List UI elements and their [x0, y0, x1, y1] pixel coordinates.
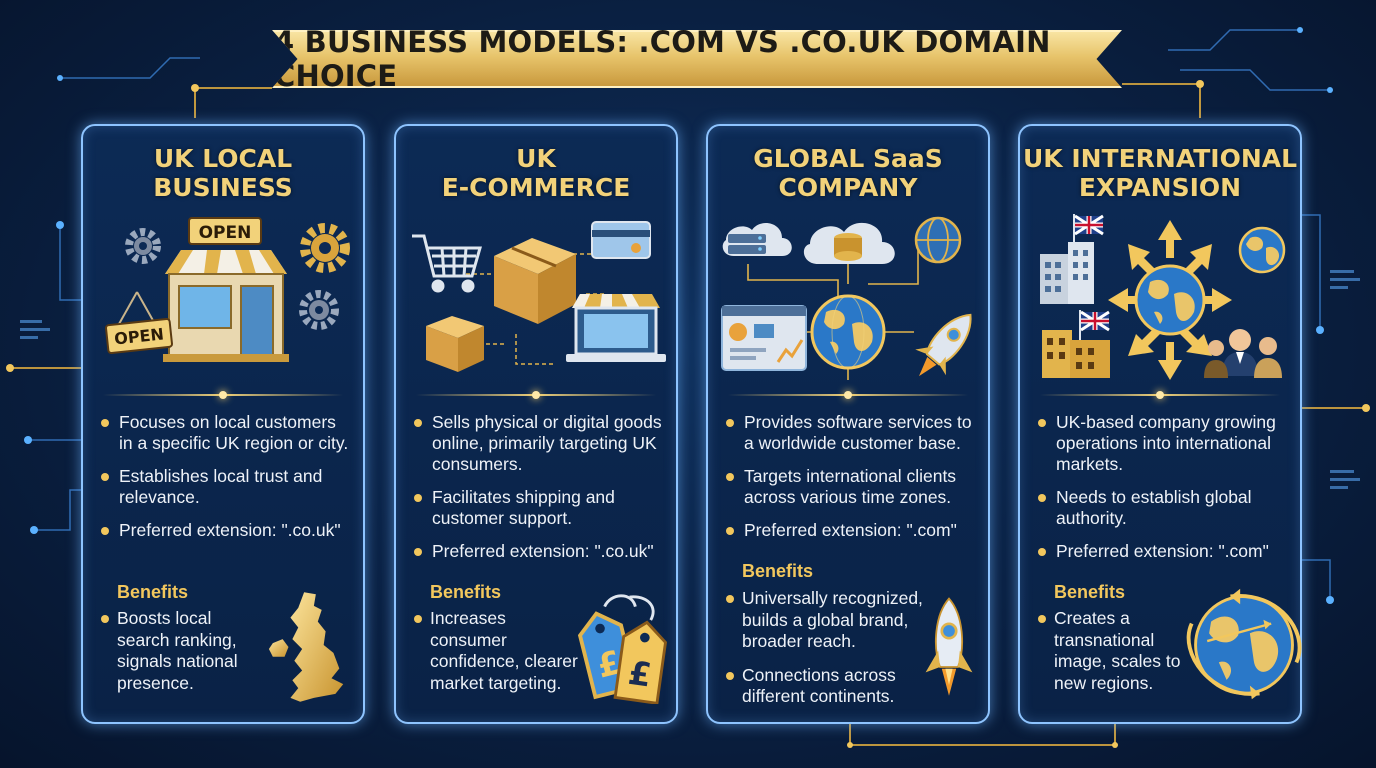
svg-text:£: £ — [626, 654, 654, 695]
benefits-heading: Benefits — [430, 582, 502, 602]
laptop-store-icon — [566, 294, 666, 362]
card-title-line2: BUSINESS — [153, 173, 293, 202]
card-title: UK LOCAL BUSINESS — [83, 144, 363, 202]
card-uk-local-business: UK LOCAL BUSINESS OPEN OPEN Focuses on l… — [81, 124, 365, 724]
dashboard-icon — [721, 305, 807, 371]
bullet-item: Establishes local trust and relevance. — [101, 466, 351, 508]
globe-icon — [1238, 226, 1286, 274]
storefront-icon: OPEN OPEN — [105, 217, 350, 362]
card-title-line2: COMPANY — [778, 173, 918, 202]
card-title: UK E-COMMERCE — [396, 144, 676, 202]
ecommerce-icon — [412, 221, 666, 372]
card-title: UK INTERNATIONAL EXPANSION — [1020, 144, 1300, 202]
benefit-item: Connections across different continents. — [726, 665, 926, 708]
building-icon — [1042, 330, 1110, 378]
divider — [1040, 391, 1280, 399]
benefit-item: Creates a transnational image, scales to… — [1038, 608, 1186, 694]
card-title-line1: GLOBAL SaaS — [753, 144, 943, 173]
benefits-heading: Benefits — [1054, 582, 1126, 602]
card-global-saas: GLOBAL SaaS COMPANY — [706, 124, 990, 724]
benefits-heading: Benefits — [117, 582, 189, 602]
benefits-list: Boosts local search ranking, signals nat… — [101, 608, 251, 694]
card-title-line1: UK LOCAL — [153, 144, 293, 173]
box-icon — [494, 238, 576, 324]
globe-with-orbit-arrows-icon — [1186, 588, 1302, 700]
people-icon — [1204, 329, 1282, 378]
benefits-list: Increases consumer confidence, clearer m… — [414, 608, 586, 694]
expansion-icon — [1040, 214, 1286, 380]
benefit-item: Universally recognized, builds a global … — [726, 588, 926, 653]
bullet-item: Preferred extension: ".com" — [1038, 541, 1288, 562]
uk-flag-icon — [1079, 310, 1110, 340]
bullet-item: Sells physical or digital goods online, … — [414, 412, 664, 475]
arrows-icon — [1108, 220, 1232, 380]
card-title: GLOBAL SaaS COMPANY — [708, 144, 988, 202]
bullet-list: UK-based company growing operations into… — [1038, 412, 1288, 574]
pound-price-tags-icon: £ £ — [577, 594, 668, 704]
divider — [728, 391, 968, 399]
card-title-line1: UK INTERNATIONAL — [1022, 144, 1298, 173]
card-uk-ecommerce: UK E-COMMERCE — [394, 124, 678, 724]
svg-text:OPEN: OPEN — [199, 223, 252, 243]
bullet-list: Provides software services to a worldwid… — [726, 412, 976, 553]
rocket-icon — [925, 597, 973, 696]
bullet-item: Preferred extension: ".co.uk" — [414, 541, 664, 562]
bullet-item: Preferred extension: ".com" — [726, 520, 976, 541]
building-icon — [1040, 242, 1094, 304]
divider — [416, 391, 656, 399]
globe-icon — [1134, 264, 1206, 336]
benefit-item: Boosts local search ranking, signals nat… — [101, 608, 251, 694]
benefits-list: Universally recognized, builds a global … — [726, 588, 926, 708]
bullet-item: Needs to establish global authority. — [1038, 487, 1288, 529]
bullet-item: UK-based company growing operations into… — [1038, 412, 1288, 475]
rocket-icon — [915, 313, 972, 377]
card-title-line2: E-COMMERCE — [441, 173, 631, 202]
card-uk-international-expansion: UK INTERNATIONAL EXPANSION — [1018, 124, 1302, 724]
cart-icon — [412, 234, 482, 293]
bullet-item: Preferred extension: ".co.uk" — [101, 520, 351, 541]
benefit-item: Increases consumer confidence, clearer m… — [414, 608, 586, 694]
divider — [103, 391, 343, 399]
benefits-list: Creates a transnational image, scales to… — [1038, 608, 1186, 694]
benefits-heading: Benefits — [742, 561, 814, 581]
bullet-list: Focuses on local customers in a specific… — [101, 412, 351, 553]
bullet-list: Sells physical or digital goods online, … — [414, 412, 664, 574]
page-title: 4 BUSINESS MODELS: .COM VS .CO.UK DOMAIN… — [274, 25, 1051, 93]
bullet-item: Targets international clients across var… — [726, 466, 976, 508]
globe-icon — [810, 294, 886, 370]
saas-cloud-icon — [721, 216, 972, 380]
credit-card-icon — [591, 221, 651, 259]
bullet-item: Provides software services to a worldwid… — [726, 412, 976, 454]
bullet-item: Focuses on local customers in a specific… — [101, 412, 351, 454]
card-title-line1: UK — [516, 144, 556, 173]
box-icon — [426, 316, 484, 372]
gear-icon — [299, 290, 339, 330]
cloud-database-icon — [803, 222, 895, 264]
title-banner: 4 BUSINESS MODELS: .COM VS .CO.UK DOMAIN… — [272, 30, 1122, 88]
card-title-line2: EXPANSION — [1078, 173, 1242, 202]
network-globe-icon — [914, 216, 962, 264]
uk-map-icon — [268, 592, 344, 702]
uk-flag-icon — [1073, 214, 1104, 254]
gear-icon — [125, 228, 161, 264]
bullet-item: Facilitates shipping and customer suppor… — [414, 487, 664, 529]
server-icon — [722, 223, 792, 256]
gear-icon — [300, 223, 350, 273]
